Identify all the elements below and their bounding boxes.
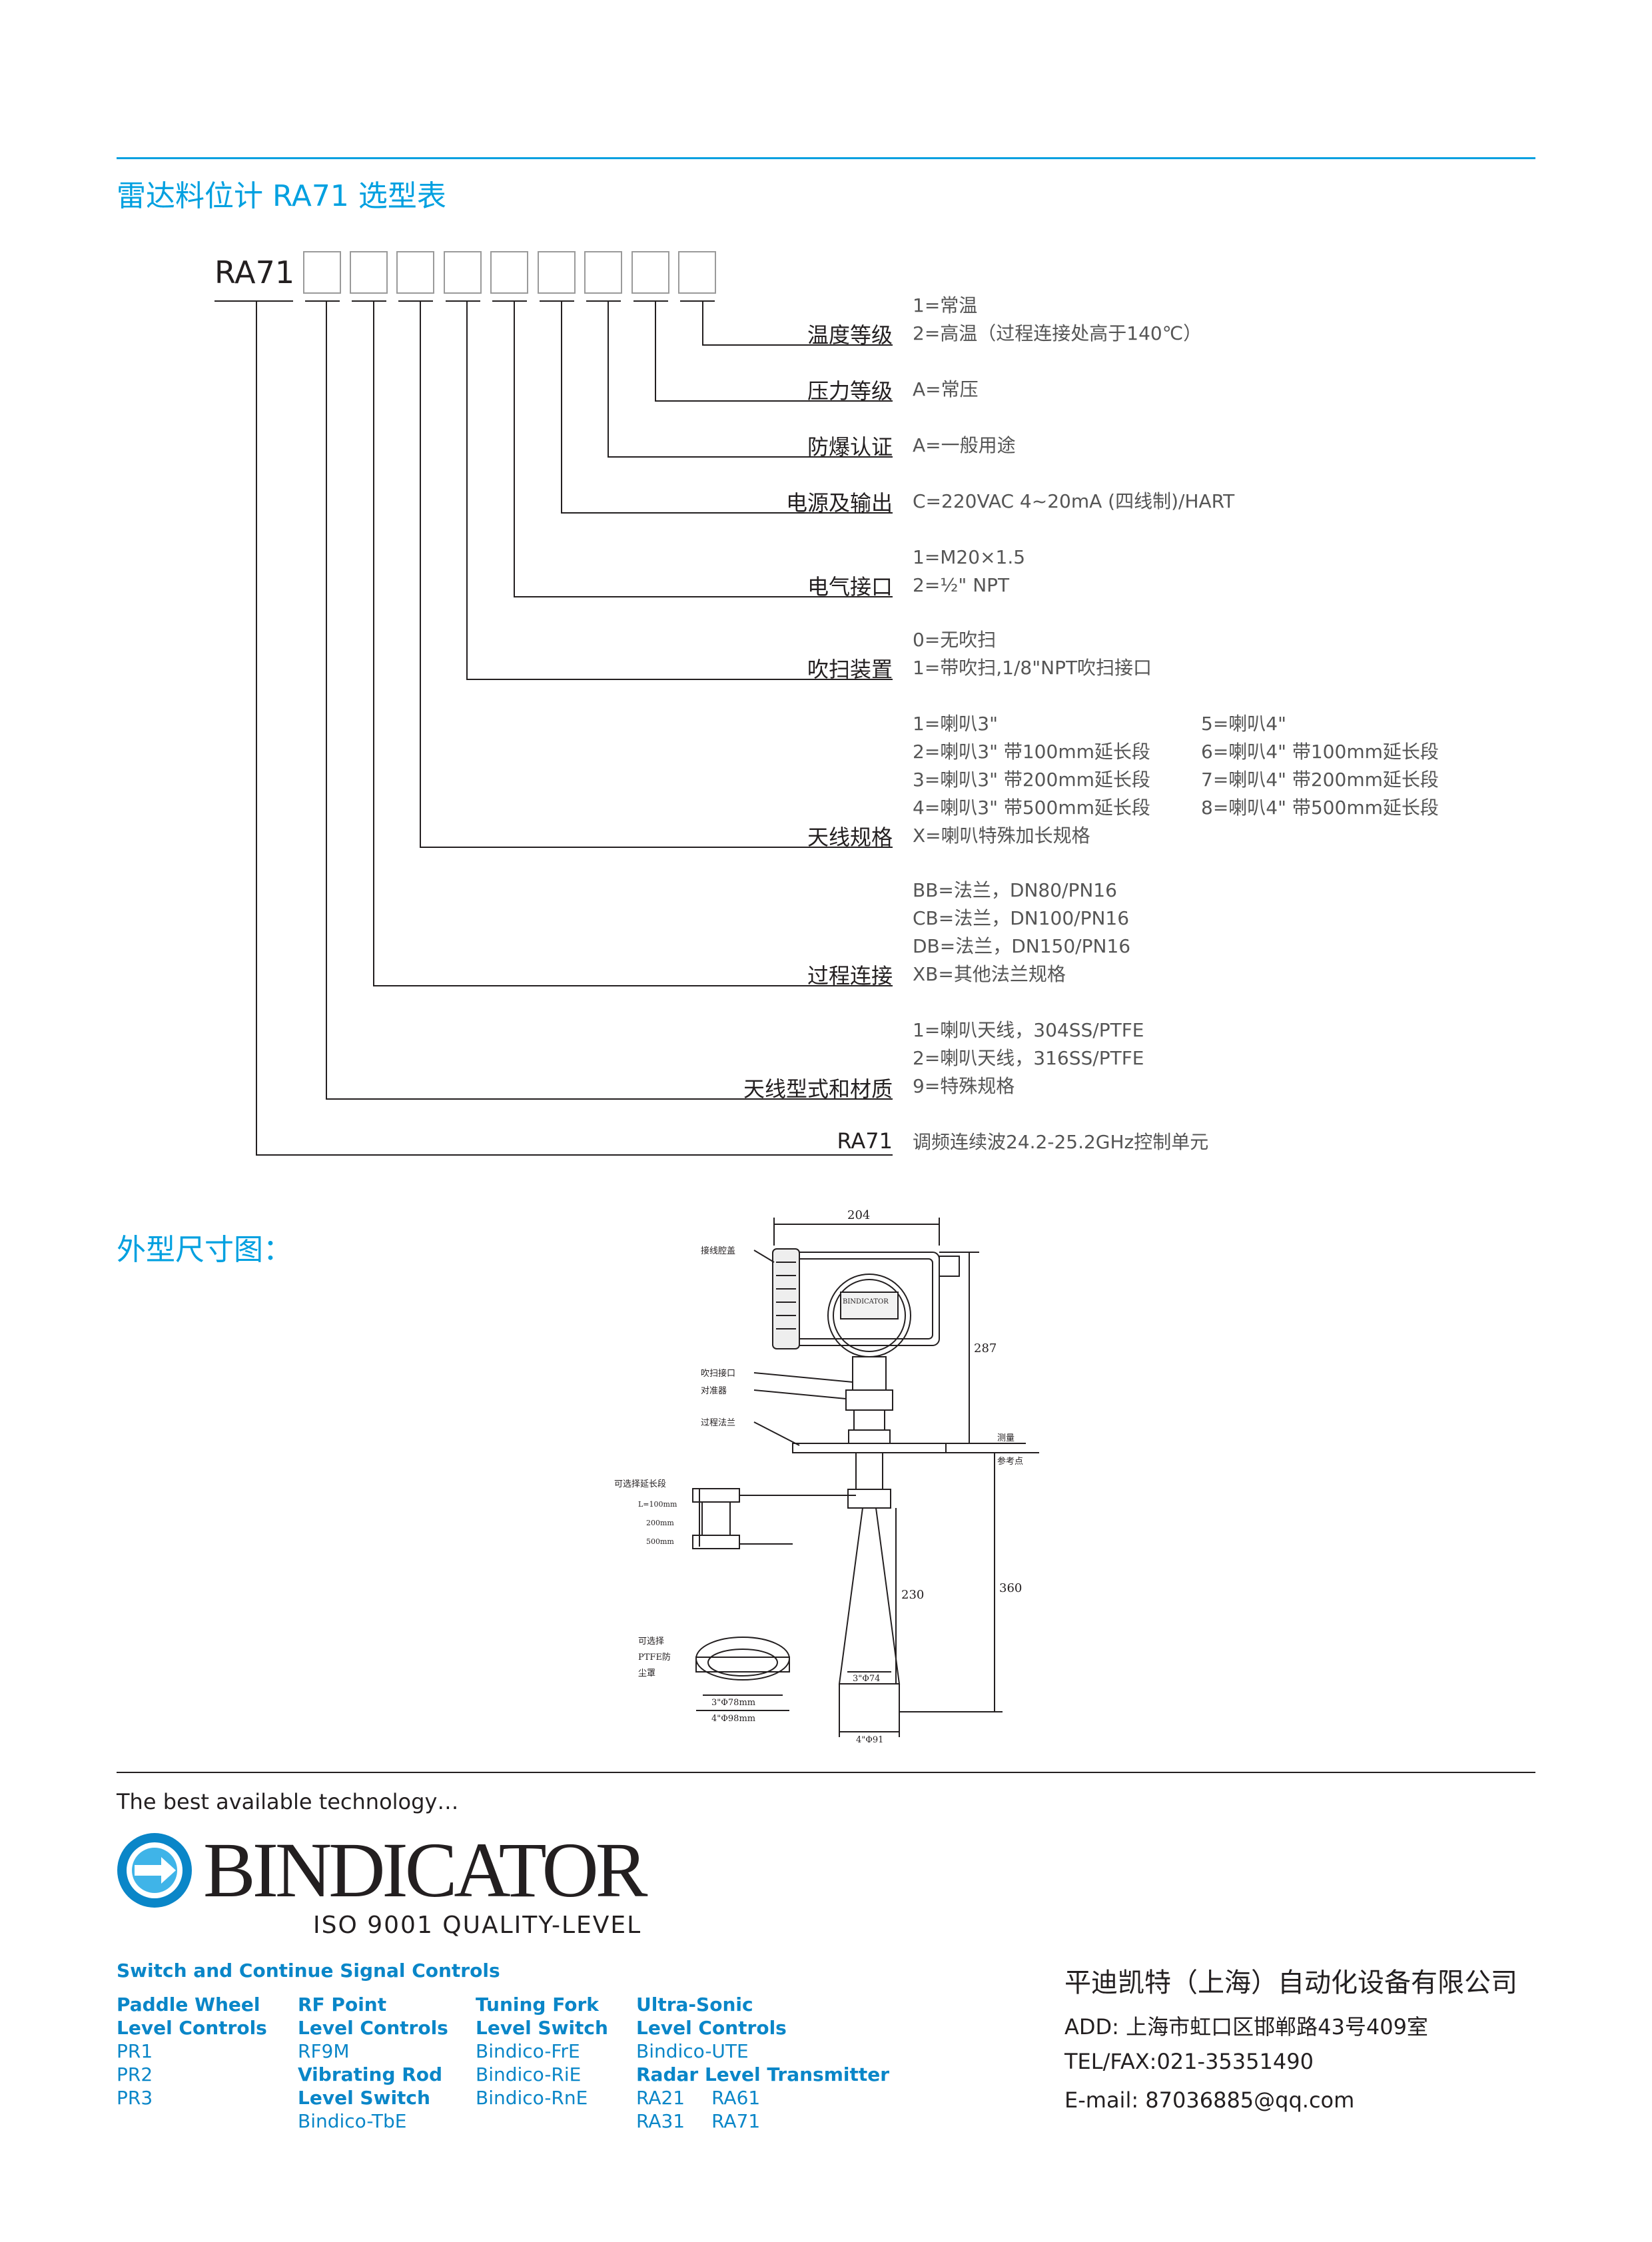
page-title: 雷达料位计 RA71 选型表 bbox=[117, 179, 446, 213]
options-explosion-proof: A=一般用途 bbox=[913, 434, 1016, 456]
dim-label-204: 204 bbox=[847, 1208, 870, 1222]
row-label-antenna-spec: 天线规格 bbox=[807, 825, 893, 850]
callout-extension: 可选择延长段 bbox=[614, 1479, 666, 1489]
dim-label-230: 230 bbox=[901, 1588, 924, 1602]
callout-ref2: 参考点 bbox=[997, 1456, 1023, 1467]
footer-rule bbox=[117, 1772, 1535, 1773]
product-col-ultra-sonic: Ultra-Sonic Level Controls Bindico-UTE R… bbox=[636, 1994, 890, 2132]
dim-label-360: 360 bbox=[999, 1581, 1022, 1595]
options-antenna-spec: 1=喇叭3" 2=喇叭3" 带100mm延长段 3=喇叭3" 带200mm延长段… bbox=[913, 713, 1150, 847]
code-box-2 bbox=[350, 251, 388, 294]
product-col-rf-point: RF Point Level Controls RF9M Vibrating R… bbox=[298, 1994, 448, 2132]
tagline: The best available technology… bbox=[117, 1789, 459, 1814]
options-electrical-connection: 1=M20×1.5 2=½" NPT bbox=[913, 546, 1026, 596]
code-box-9 bbox=[678, 251, 716, 294]
callout-d98: 4"Φ98mm bbox=[711, 1714, 755, 1724]
callout-l100: L=100mm bbox=[638, 1500, 677, 1509]
callout-cap3: 尘罩 bbox=[638, 1669, 655, 1679]
options-pressure: A=常压 bbox=[913, 378, 979, 400]
model-code: RA71 bbox=[214, 254, 295, 290]
product-col-tuning-fork: Tuning Fork Level Switch Bindico-FrE Bin… bbox=[476, 1994, 608, 2109]
dimension-drawing: BINDICATOR 204 287 230 360 接线腔盖 吹扫接口 对准器… bbox=[614, 1208, 1039, 1745]
callout-aligner: 对准器 bbox=[701, 1386, 727, 1396]
callout-cap2: PTFE防 bbox=[638, 1652, 671, 1663]
options-model: 调频连续波24.2-25.2GHz控制单元 bbox=[913, 1131, 1209, 1153]
callout-ref1: 测量 bbox=[997, 1433, 1015, 1443]
row-label-power-output: 电源及输出 bbox=[785, 490, 893, 516]
callout-d74: 3"Φ74 bbox=[853, 1674, 880, 1684]
company-tel: TEL/FAX:021-35351490 bbox=[1064, 2049, 1314, 2074]
row-label-temperature: 温度等级 bbox=[807, 322, 893, 348]
options-process-connection: BB=法兰，DN80/PN16 CB=法兰，DN100/PN16 DB=法兰，D… bbox=[913, 879, 1131, 985]
code-box-5 bbox=[490, 251, 528, 294]
row-label-purge: 吹扫装置 bbox=[807, 657, 893, 682]
brand-wordmark: BINDICATOR bbox=[203, 1826, 647, 1914]
company-address: ADD: 上海市虹口区邯郸路43号409室 bbox=[1064, 2014, 1428, 2040]
options-purge: 0=无吹扫 1=带吹扫,1/8"NPT吹扫接口 bbox=[913, 629, 1152, 679]
dimension-title: 外型尺寸图： bbox=[117, 1233, 292, 1267]
code-box-6 bbox=[538, 251, 576, 294]
callout-l200: 200mm bbox=[646, 1519, 674, 1527]
callout-purge: 吹扫接口 bbox=[701, 1368, 735, 1379]
company-email: E-mail: 87036885@qq.com bbox=[1064, 2087, 1355, 2113]
code-box-4 bbox=[444, 251, 482, 294]
top-rule bbox=[117, 157, 1535, 159]
row-label-electrical-connection: 电气接口 bbox=[807, 574, 893, 599]
product-col-paddle-wheel: Paddle Wheel Level Controls PR1 PR2 PR3 bbox=[117, 1994, 267, 2109]
callout-flange: 过程法兰 bbox=[701, 1418, 735, 1428]
dim-label-287: 287 bbox=[974, 1341, 997, 1355]
footer-section-title: Switch and Continue Signal Controls bbox=[117, 1960, 500, 1982]
options-power-output: C=220VAC 4~20mA (四线制)/HART bbox=[913, 490, 1235, 512]
callout-cover: 接线腔盖 bbox=[701, 1246, 735, 1256]
code-box-7 bbox=[584, 251, 622, 294]
row-label-antenna-type: 天线型式和材质 bbox=[743, 1076, 893, 1102]
options-antenna-spec-right: 5=喇叭4" 6=喇叭4" 带100mm延长段 7=喇叭4" 带200mm延长段… bbox=[1201, 713, 1439, 819]
code-box-8 bbox=[631, 251, 669, 294]
bindicator-logo-icon bbox=[117, 1833, 192, 1908]
selection-leader-lines bbox=[214, 300, 893, 1156]
callout-l500: 500mm bbox=[646, 1537, 674, 1546]
code-box-3 bbox=[396, 251, 434, 294]
callout-cap1: 可选择 bbox=[638, 1637, 664, 1647]
callout-d91: 4"Φ91 bbox=[856, 1735, 883, 1745]
options-antenna-type: 1=喇叭天线，304SS/PTFE 2=喇叭天线，316SS/PTFE 9=特殊… bbox=[913, 1019, 1144, 1097]
row-label-model: RA71 bbox=[837, 1128, 893, 1154]
row-label-process-connection: 过程连接 bbox=[807, 963, 893, 988]
options-temperature: 1=常温 2=高温（过程连接处高于140℃） bbox=[913, 294, 1202, 344]
row-label-explosion-proof: 防爆认证 bbox=[807, 434, 893, 460]
housing-brand-text: BINDICATOR bbox=[843, 1298, 889, 1306]
code-box-1 bbox=[303, 251, 341, 294]
callout-d78: 3"Φ78mm bbox=[711, 1698, 755, 1708]
iso-subtitle: ISO 9001 QUALITY-LEVEL bbox=[313, 1912, 642, 1939]
row-label-pressure: 压力等级 bbox=[807, 378, 893, 404]
company-name: 平迪凯特（上海）自动化设备有限公司 bbox=[1064, 1968, 1517, 1998]
